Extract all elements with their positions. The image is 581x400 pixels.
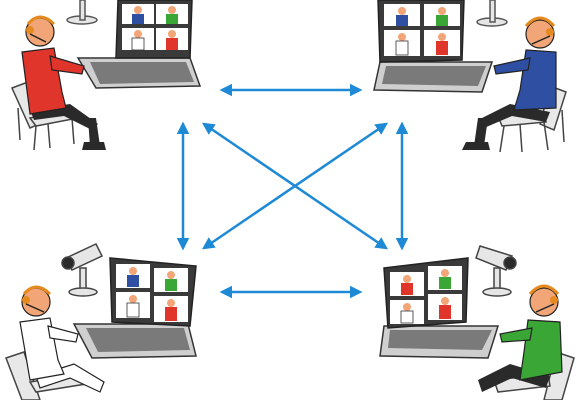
laptop	[379, 257, 500, 359]
participant-white	[19, 285, 105, 393]
laptop	[373, 0, 494, 93]
laptop	[76, 0, 202, 89]
desk-lamp	[476, 0, 508, 27]
desk-lamp	[66, 0, 98, 25]
participant-blue	[462, 16, 557, 150]
headset-icon	[22, 285, 52, 296]
webcam	[475, 245, 517, 297]
video-tiles	[116, 264, 188, 322]
arrow-top-right-to-bottom-left	[201, 122, 389, 250]
video-tiles	[384, 4, 460, 56]
connection-arrows	[176, 83, 409, 299]
station-top-right	[373, 0, 567, 153]
station-bottom-right	[379, 245, 575, 400]
video-tiles	[122, 4, 188, 51]
station-bottom-left	[5, 243, 197, 400]
headset-icon	[528, 284, 560, 296]
laptop	[72, 257, 197, 359]
headset-icon	[26, 15, 56, 26]
webcam	[61, 243, 104, 297]
participant-green	[478, 284, 563, 392]
station-top-left	[10, 0, 202, 151]
video-tiles	[390, 266, 462, 324]
headset-icon	[524, 16, 556, 28]
participant-red	[21, 15, 106, 150]
